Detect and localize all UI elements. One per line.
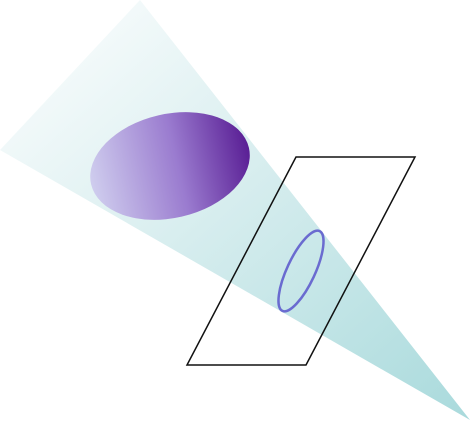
light-beam — [0, 0, 470, 420]
